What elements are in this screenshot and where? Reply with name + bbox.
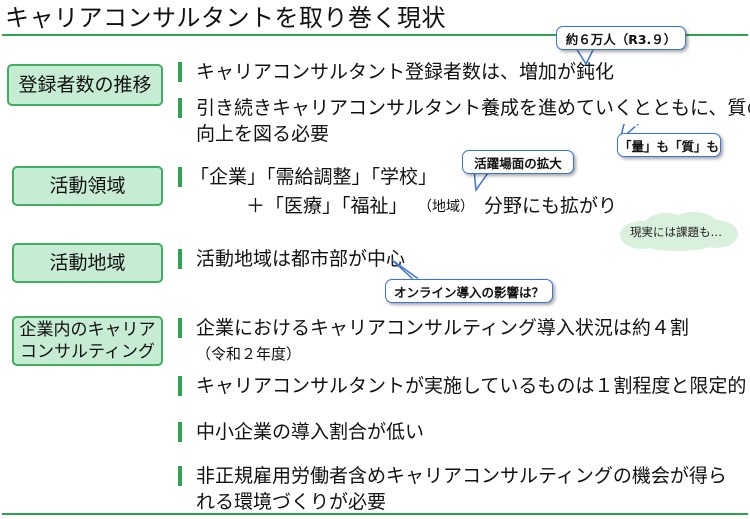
bullet-text-continued: ＋「医療」「福祉」	[246, 195, 408, 217]
bullet-bar	[178, 249, 182, 269]
bullet-text-continued: 分野にも拡がり	[484, 195, 618, 217]
bullet-bar	[178, 466, 182, 486]
bullet-text: 活動地域は都市部が中心	[196, 248, 406, 270]
callout-expansion: 活躍場面の拡大	[462, 150, 574, 174]
bullet-text: キャリアコンサルタントが実施しているものは１割程度と限定的	[196, 375, 747, 397]
bullet-text: 企業におけるキャリアコンサルティング導入状況は約４割	[196, 317, 689, 339]
callout-online: オンライン導入の影響は？	[385, 279, 553, 303]
bullet-bar	[178, 98, 182, 118]
bullet-text: 非正規雇用労働者含めキャリアコンサルティングの機会が得ら	[196, 465, 727, 487]
page-title: キャリアコンサルタントを取り巻く現状	[5, 4, 446, 32]
callout-tail	[575, 48, 595, 66]
bullet-bar	[178, 318, 182, 338]
title-underline	[2, 34, 748, 36]
bullet-text-note: （令和２年度）	[196, 345, 302, 363]
bullet-text-region: （地域）	[418, 199, 474, 215]
callout-quantity-quality: 「量」も「質」も	[617, 133, 721, 157]
cloud-text: 現実には課題も…	[630, 225, 722, 239]
bullet-text-continued: れる環境づくりが必要	[196, 491, 387, 513]
section-label-in-company-consulting: 企業内のキャリア コンサルティング	[12, 316, 163, 366]
bullet-text: キャリアコンサルタント登録者数は、増加が鈍化	[196, 61, 615, 83]
section-label-registrants: 登録者数の推移	[7, 64, 163, 106]
bullet-bar	[178, 376, 182, 396]
section-label-activity-region: 活動地域	[12, 243, 163, 283]
section-label-activity-domain: 活動領域	[12, 166, 163, 206]
bottom-border	[2, 513, 748, 515]
bullet-bar	[178, 422, 182, 442]
bullet-text: 「企業」「需給調整」「学校」	[190, 166, 438, 188]
bullet-bar	[178, 167, 182, 187]
cloud-shape	[620, 212, 738, 251]
bullet-text: 引き続きキャリアコンサルタント養成を進めていくとともに、質の	[196, 97, 750, 119]
bullet-bar	[178, 62, 182, 82]
callout-registrants: 約６万人（R3.９）	[556, 26, 686, 50]
bullet-text: 中小企業の導入割合が低い	[196, 421, 425, 443]
bullet-text-continued: 向上を図る必要	[196, 123, 330, 145]
